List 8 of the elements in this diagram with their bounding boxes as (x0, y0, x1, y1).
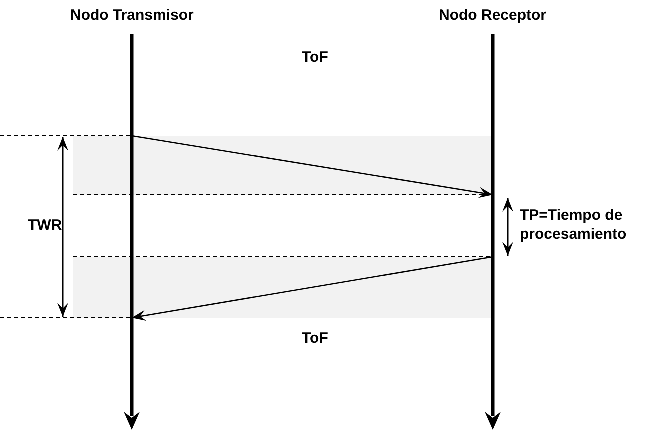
interval-label: TP=Tiempo de procesamiento (520, 206, 628, 244)
message-arrow (132, 135, 494, 198)
time-label: ToF (302, 48, 328, 67)
time-label: ToF (302, 329, 328, 348)
message-arrow (132, 256, 494, 322)
participant-label: Nodo Transmisor (70, 6, 194, 25)
participant-label: Nodo Receptor (439, 6, 547, 25)
interval-label: TWR (28, 216, 62, 235)
